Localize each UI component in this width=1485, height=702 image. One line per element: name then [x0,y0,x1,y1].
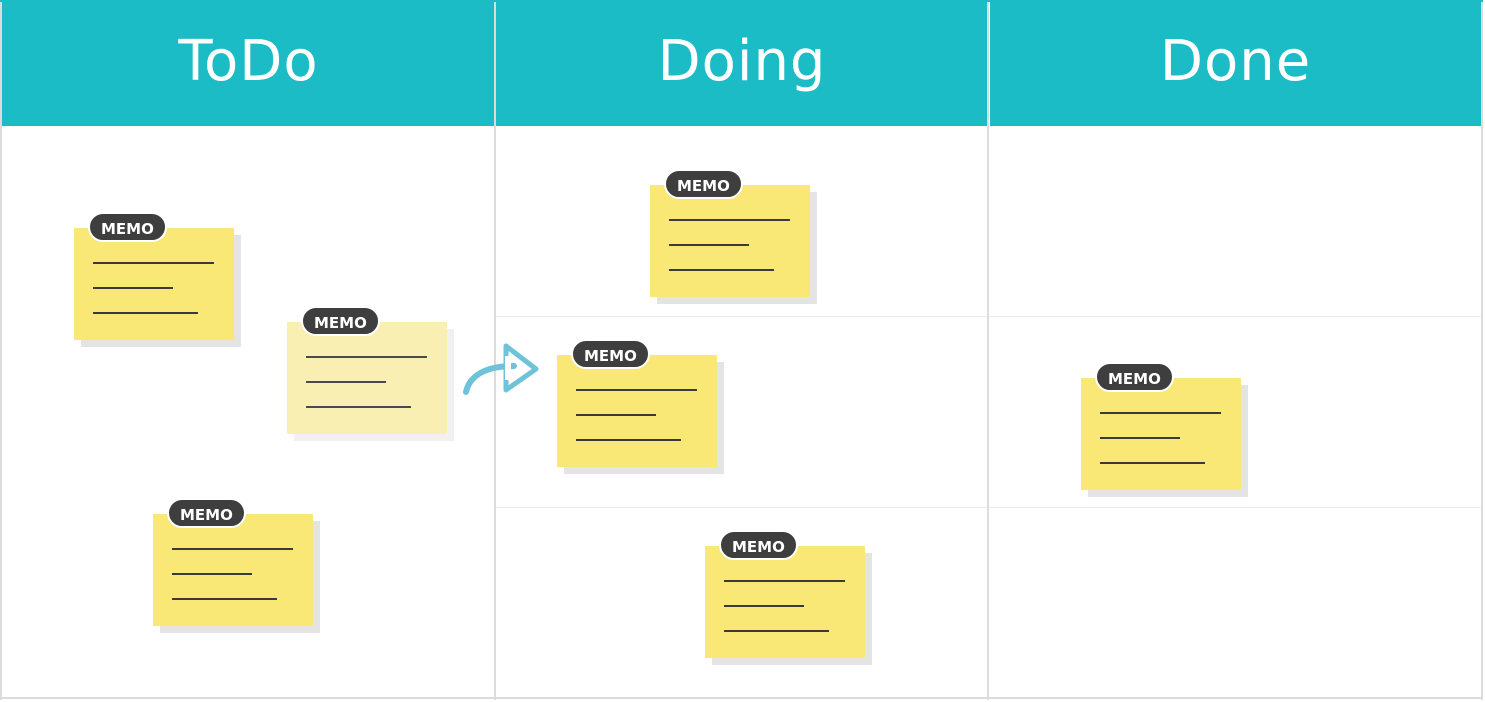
memo-note[interactable]: MEMO [557,339,724,474]
note-paper [557,355,717,467]
row-divider [496,316,987,317]
note-text-line [669,244,749,246]
row-divider [989,316,1481,317]
border-right [1481,0,1483,700]
note-text-line [306,381,386,383]
column-title-done: Done [1159,29,1312,94]
column-title-todo: ToDo [178,29,319,94]
border-bottom [0,697,1483,699]
memo-note-moving[interactable]: MEMO [287,306,454,441]
note-text-line [306,406,411,408]
memo-badge: MEMO [167,498,246,528]
note-text-line [724,580,845,582]
memo-note[interactable]: MEMO [705,530,872,665]
row-divider [989,507,1481,508]
note-paper [287,322,447,434]
note-text-line [576,389,697,391]
memo-note[interactable]: MEMO [1081,362,1248,497]
note-text-line [93,262,214,264]
border-left [0,0,2,700]
curved-arrow-right-icon [463,343,539,395]
note-text-line [93,287,173,289]
memo-note[interactable]: MEMO [153,498,320,633]
note-text-line [576,439,681,441]
memo-badge: MEMO [571,339,650,369]
memo-note[interactable]: MEMO [650,169,817,304]
note-text-line [669,219,790,221]
border-top [0,0,1483,2]
memo-badge: MEMO [301,306,380,336]
memo-badge: MEMO [664,169,743,199]
note-text-line [306,356,427,358]
memo-note[interactable]: MEMO [74,212,241,347]
note-text-line [669,269,774,271]
column-title-doing: Doing [657,29,827,94]
note-text-line [172,548,293,550]
note-text-line [172,598,277,600]
note-text-line [172,573,252,575]
note-paper [705,546,865,658]
note-text-line [1100,412,1221,414]
memo-badge: MEMO [719,530,798,560]
note-text-line [576,414,656,416]
column-header-done: Done [990,1,1481,126]
note-paper [650,185,810,297]
memo-badge: MEMO [1095,362,1174,392]
row-divider [496,507,987,508]
memo-badge: MEMO [88,212,167,242]
column-header-todo: ToDo [2,1,495,126]
note-paper [1081,378,1241,490]
note-text-line [724,605,804,607]
note-text-line [1100,437,1180,439]
note-text-line [1100,462,1205,464]
column-header-doing: Doing [496,1,988,126]
note-text-line [93,312,198,314]
note-paper [74,228,234,340]
column-divider [987,0,989,700]
note-text-line [724,630,829,632]
note-paper [153,514,313,626]
column-divider [494,0,496,700]
